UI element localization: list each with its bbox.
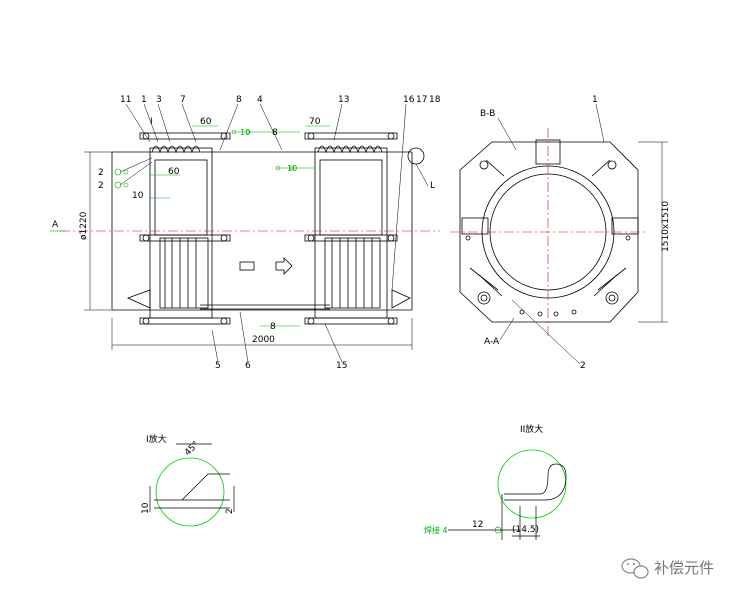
callout-L: L (430, 181, 435, 191)
part-2-lower: 2 (98, 181, 104, 191)
dim-length: 2000 (252, 335, 275, 345)
detail-II-dim-12: 12 (472, 520, 483, 530)
part-6: 6 (245, 361, 251, 371)
part-3: 3 (156, 95, 162, 105)
section-bb: B-B (480, 109, 495, 119)
part-5: 5 (215, 361, 221, 371)
front-view (111, 132, 425, 325)
dim-60-top: 60 (200, 117, 212, 127)
side-view (459, 139, 639, 323)
part-11: 11 (120, 95, 131, 105)
detail-I-dim-10: 10 (141, 502, 151, 514)
part-16: 16 (403, 95, 415, 105)
wechat-icon (621, 558, 649, 579)
marker-I: I (150, 117, 153, 127)
detail-II: II放大 12 (14.5) 焊接 4 (424, 423, 567, 540)
dim-60-left: 60 (168, 167, 180, 177)
detail-II-weld: 焊接 4 (424, 525, 448, 535)
dim-10-mid: 10 (287, 164, 297, 173)
part-15: 15 (336, 361, 347, 371)
side-labels: B-B A-A 1 2 1510x1510 (480, 95, 671, 371)
front-leaders (119, 103, 429, 363)
watermark-text: 补偿元件 (654, 559, 714, 577)
dim-square: 1510x1510 (661, 201, 671, 252)
part-7: 7 (180, 95, 186, 105)
side-part-1: 1 (592, 95, 598, 105)
detail-I-title: I放大 (146, 433, 167, 445)
section-aa: A-A (484, 337, 500, 347)
part-8: 8 (236, 95, 242, 105)
dim-10-top: 10 (240, 128, 250, 137)
part-2-upper: 2 (98, 168, 104, 178)
dim-10-left: 10 (132, 191, 144, 201)
watermark: 补偿元件 (621, 558, 714, 579)
part-17: 17 (416, 95, 427, 105)
detail-II-title: II放大 (520, 423, 543, 435)
side-dimensions (497, 103, 668, 365)
side-part-2: 2 (580, 361, 586, 371)
front-green-markers (50, 129, 315, 327)
dim-diameter: ø1220 (79, 211, 89, 240)
dim-70: 70 (309, 117, 321, 127)
section-a: A (52, 220, 59, 230)
part-1: 1 (141, 95, 147, 105)
detail-I-angle: 45° (183, 440, 201, 458)
front-labels: 11 1 3 7 8 4 13 16 17 18 5 6 15 2 2 60 6… (52, 95, 441, 371)
part-18: 18 (429, 95, 441, 105)
detail-II-dim-145: (14.5) (512, 525, 539, 535)
front-dimensions (84, 125, 413, 350)
part-13: 13 (338, 95, 349, 105)
side-centerlines (450, 128, 648, 336)
detail-I: I放大 45° 10 2 (141, 433, 235, 527)
part-4: 4 (257, 95, 263, 105)
label-8-top: 8 (272, 128, 278, 138)
label-8-bottom: 8 (270, 322, 276, 332)
detail-I-dim-2: 2 (225, 508, 235, 514)
